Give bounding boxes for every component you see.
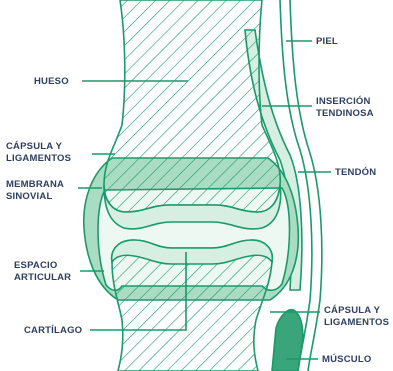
label-hueso: HUESO <box>34 76 69 87</box>
muscle <box>272 310 303 371</box>
label-insercion-1: INSERCIÓN <box>316 95 371 107</box>
label-membrana-2: SINOVIAL <box>6 191 52 202</box>
label-capsula-right-2: LIGAMENTOS <box>324 317 389 328</box>
label-musculo: MÚSCULO <box>322 353 371 365</box>
label-capsula-left-2: LIGAMENTOS <box>6 153 71 164</box>
label-membrana-1: MEMBRANA <box>6 179 64 190</box>
label-capsula-right-1: CÁPSULA Y <box>324 305 381 316</box>
label-insercion-2: TENDINOSA <box>316 108 374 119</box>
upper-bone <box>104 0 281 229</box>
label-cartilago: CARTÍLAGO <box>24 325 82 336</box>
label-piel: PIEL <box>316 36 338 47</box>
label-capsula-left-1: CÁPSULA Y <box>6 141 63 152</box>
label-espacio-2: ARTICULAR <box>14 272 71 283</box>
label-tendon: TENDÓN <box>335 166 376 178</box>
label-espacio-1: ESPACIO <box>14 260 57 271</box>
lower-bone <box>112 240 273 371</box>
